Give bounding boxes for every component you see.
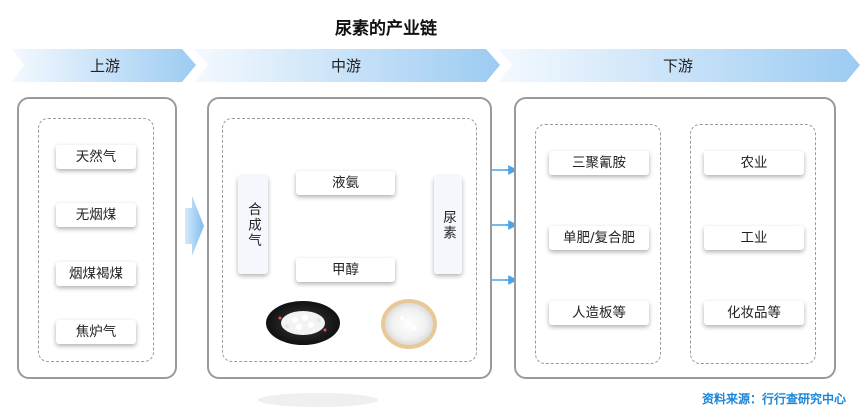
upstream-item: 焦炉气 [56,320,136,344]
methanol-node: 甲醇 [296,258,395,282]
syngas-node: 合成气 [238,176,268,274]
upstream-item: 烟煤褐煤 [56,262,136,286]
urea-node: 尿素 [434,176,462,274]
downstream-application: 化妆品等 [704,301,804,325]
stage-midstream-label: 中游 [330,57,361,75]
downstream-product: 人造板等 [549,301,649,325]
stage-upstream-label: 上游 [89,57,120,75]
downstream-product: 三聚氰胺 [549,151,649,175]
page-title: 尿素的产业链 [335,19,437,39]
downstream-application: 农业 [704,151,804,175]
upstream-item: 天然气 [56,145,136,169]
banner-midstream [194,49,500,82]
upstream-item: 无烟煤 [56,203,136,227]
flow-arrow-up-to-mid [185,196,204,256]
banner-upstream [12,49,196,82]
downstream-application: 工业 [704,226,804,250]
urea-white-powder-image [381,299,437,349]
ammonia-node: 液氨 [296,171,395,195]
stage-downstream-label: 下游 [662,57,693,75]
downstream-product: 单肥/复合肥 [549,226,649,250]
source-note: 资料来源：行行查研究中心 [701,392,846,406]
banner-downstream [498,49,860,82]
urea-granules-dark-plate-image [266,301,340,345]
